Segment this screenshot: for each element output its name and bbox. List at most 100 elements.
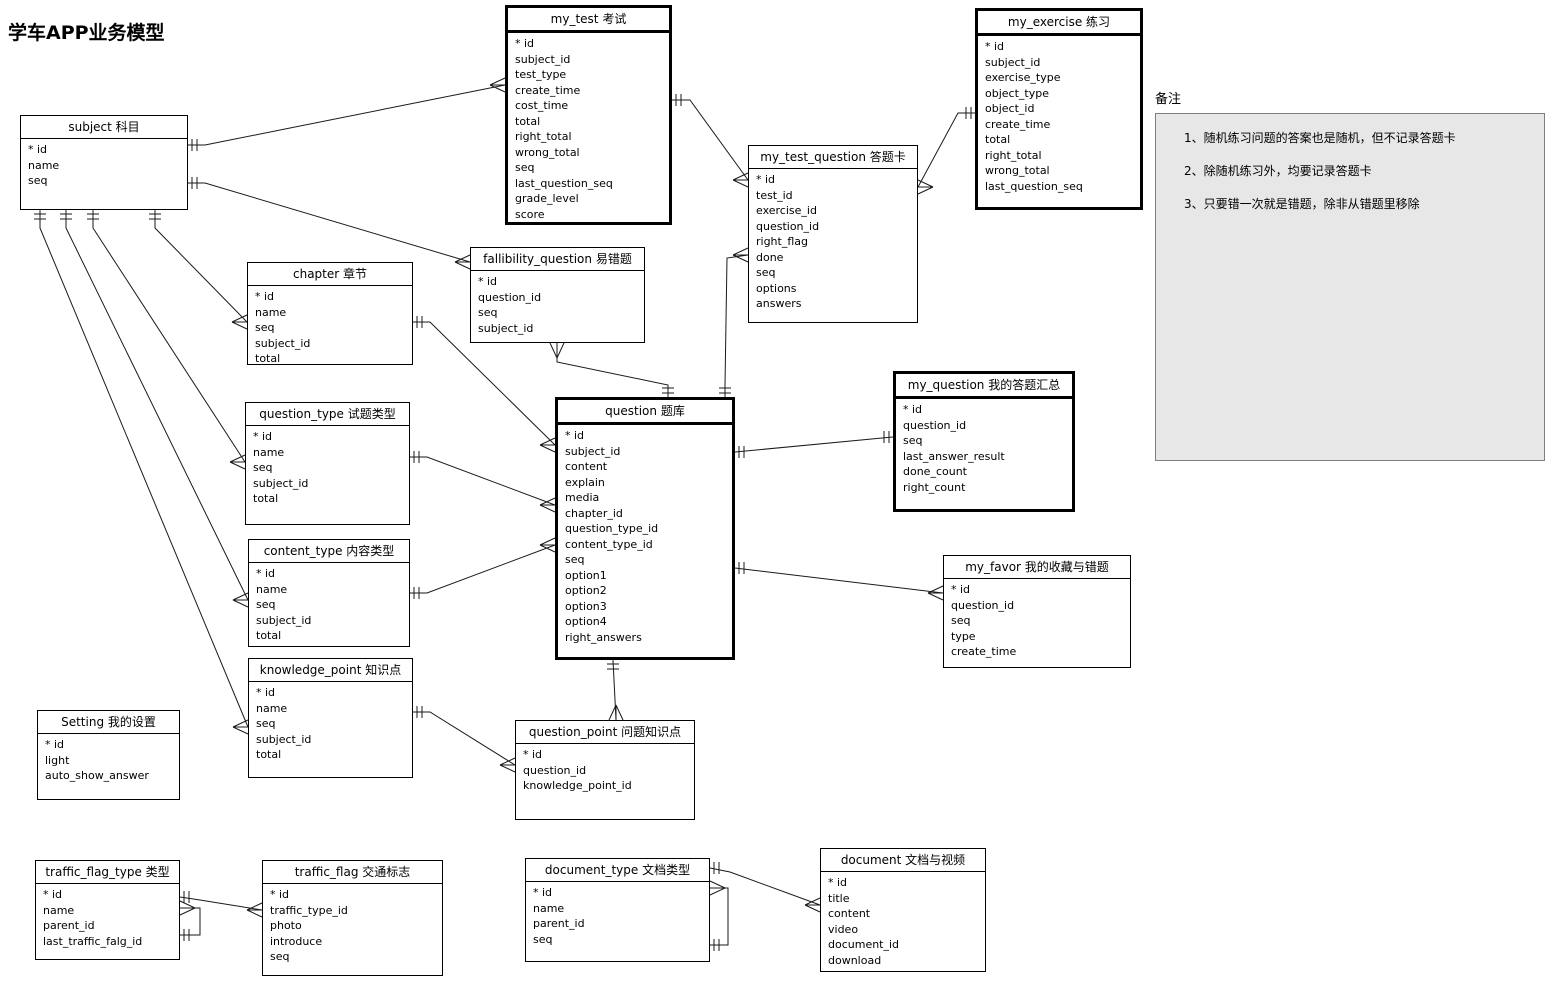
- field-row: option1: [565, 568, 607, 582]
- table-title: subject 科目: [21, 116, 187, 139]
- field-row: subject_id: [478, 321, 534, 335]
- field-row: create_time: [515, 83, 581, 97]
- field-row: * id: [828, 876, 848, 889]
- field-row: done_count: [903, 465, 967, 478]
- field-row: create_time: [985, 117, 1051, 131]
- field-row: seq: [256, 598, 276, 611]
- table-title: traffic_flag_type 类型: [36, 861, 179, 884]
- field-row: total: [256, 748, 282, 761]
- field-row: question_id: [478, 290, 542, 304]
- field-row: name: [43, 903, 75, 917]
- field-row: parent_id: [43, 919, 95, 932]
- field-row: exercise_type: [985, 71, 1061, 84]
- table-title: question_point 问题知识点: [516, 721, 694, 744]
- field-row: * id: [533, 886, 553, 899]
- field-row: * id: [255, 290, 275, 303]
- table-title: my_test 考试: [508, 8, 669, 33]
- field-row: wrong_total: [985, 164, 1050, 177]
- field-row: total: [253, 492, 279, 505]
- table-my-test-question[interactable]: my_test_question 答题卡 * id test_id exercise…: [748, 145, 918, 323]
- field-row: seq: [28, 174, 48, 187]
- field-row: question_id: [903, 418, 967, 432]
- field-row: * id: [256, 686, 276, 699]
- field-row: exercise_id: [756, 204, 817, 217]
- note-item: 3、只要错一次就是错题，除非从错题里移除: [1184, 197, 1420, 211]
- field-row: question_id: [523, 763, 587, 777]
- table-title: my_test_question 答题卡: [749, 146, 917, 169]
- field-row: subject_id: [253, 476, 309, 490]
- field-row: chapter_id: [565, 506, 623, 520]
- note-item: 1、随机练习问题的答案也是随机，但不记录答题卡: [1184, 131, 1456, 145]
- field-row: object_id: [985, 102, 1035, 115]
- field-row: subject_id: [256, 732, 312, 746]
- field-row: * id: [478, 275, 498, 288]
- page-title: 学车APP业务模型: [8, 22, 165, 44]
- field-row: knowledge_point_id: [523, 779, 632, 792]
- field-row: subject_id: [515, 52, 571, 66]
- field-row: * id: [903, 403, 923, 416]
- table-title: content_type 内容类型: [249, 540, 409, 563]
- field-row: object_type: [985, 86, 1049, 100]
- field-row: * id: [985, 40, 1005, 53]
- field-row: total: [256, 629, 282, 642]
- notes-box: 1、随机练习问题的答案也是随机，但不记录答题卡 2、除随机练习外，均要记录答题卡…: [1155, 113, 1545, 461]
- field-row: * id: [756, 173, 776, 186]
- field-row: traffic_type_id: [270, 903, 348, 917]
- field-row: seq: [515, 161, 535, 174]
- field-row: subject_id: [985, 55, 1041, 69]
- field-row: content: [828, 907, 871, 920]
- notes-label: 备注: [1155, 92, 1182, 107]
- field-row: name: [256, 701, 288, 715]
- field-row: name: [255, 305, 287, 319]
- field-row: * id: [270, 888, 290, 901]
- field-row: grade_level: [515, 192, 579, 205]
- field-row: subject_id: [255, 336, 311, 350]
- field-row: right_total: [985, 148, 1042, 162]
- field-row: test_id: [756, 188, 793, 202]
- field-row: type: [951, 629, 976, 643]
- field-row: title: [828, 891, 850, 905]
- field-row: video: [828, 922, 859, 936]
- field-row: subject_id: [256, 613, 312, 627]
- field-row: * id: [45, 738, 65, 751]
- field-row: media: [565, 491, 600, 504]
- table-title: knowledge_point 知识点: [249, 659, 412, 682]
- field-row: options: [756, 281, 797, 295]
- field-row: * id: [256, 567, 276, 580]
- table-fallibility-question[interactable]: fallibility_question 易错题 * id question_id…: [470, 247, 645, 343]
- field-row: last_answer_result: [903, 449, 1005, 463]
- field-row: * id: [43, 888, 63, 901]
- field-row: last_question_seq: [515, 176, 613, 190]
- table-title: my_question 我的答题汇总: [896, 374, 1072, 399]
- field-row: right_total: [515, 130, 572, 143]
- field-row: * id: [951, 583, 971, 596]
- field-row: last_traffic_falg_id: [43, 934, 143, 948]
- field-row: name: [253, 445, 285, 459]
- table-title: fallibility_question 易错题: [471, 248, 644, 271]
- field-row: seq: [255, 321, 275, 334]
